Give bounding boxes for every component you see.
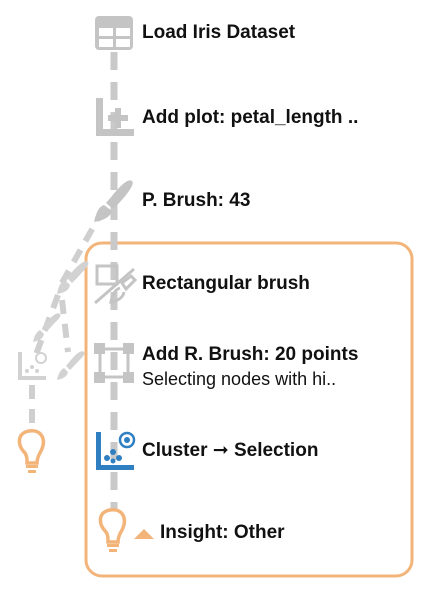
cluster-scatter-icon[interactable]	[96, 431, 136, 470]
selection-square-icon[interactable]	[94, 343, 134, 383]
scatter-icon[interactable]	[18, 352, 47, 380]
paintbrush-icon[interactable]	[94, 180, 133, 222]
node-insight[interactable]: Insight: Other	[160, 522, 285, 543]
rectangular-brush-icon[interactable]	[94, 264, 138, 305]
node-add-plot[interactable]: Add plot: petal_length ..	[142, 107, 359, 128]
node-cluster-selection[interactable]: Cluster ➞ Selection	[142, 439, 318, 462]
node-load-dataset[interactable]: Load Iris Dataset	[142, 22, 296, 43]
table-icon[interactable]	[95, 16, 133, 50]
selection-label: Selection	[233, 440, 319, 461]
add-plot-icon[interactable]	[96, 98, 134, 136]
right-arrow-icon: ➞	[212, 440, 229, 461]
node-add-rect-brush-description: Selecting nodes with hi..	[142, 369, 337, 389]
lightbulb-icon[interactable]	[98, 508, 127, 552]
triangle-up-icon[interactable]	[134, 529, 154, 539]
node-paint-brush[interactable]: P. Brush: 43	[142, 190, 251, 211]
branch-connector	[55, 206, 107, 292]
branch-connector	[59, 299, 71, 353]
node-rectangular-brush[interactable]: Rectangular brush	[142, 273, 310, 294]
paintbrush-icon[interactable]	[57, 351, 85, 380]
selected-group-box[interactable]	[84, 241, 414, 578]
lightbulb-icon[interactable]	[17, 429, 46, 473]
cluster-label: Cluster	[142, 440, 208, 461]
node-add-rect-brush[interactable]: Add R. Brush: 20 points	[142, 344, 359, 365]
paintbrush-icon[interactable]	[57, 261, 89, 294]
paintbrush-icon[interactable]	[33, 313, 61, 342]
